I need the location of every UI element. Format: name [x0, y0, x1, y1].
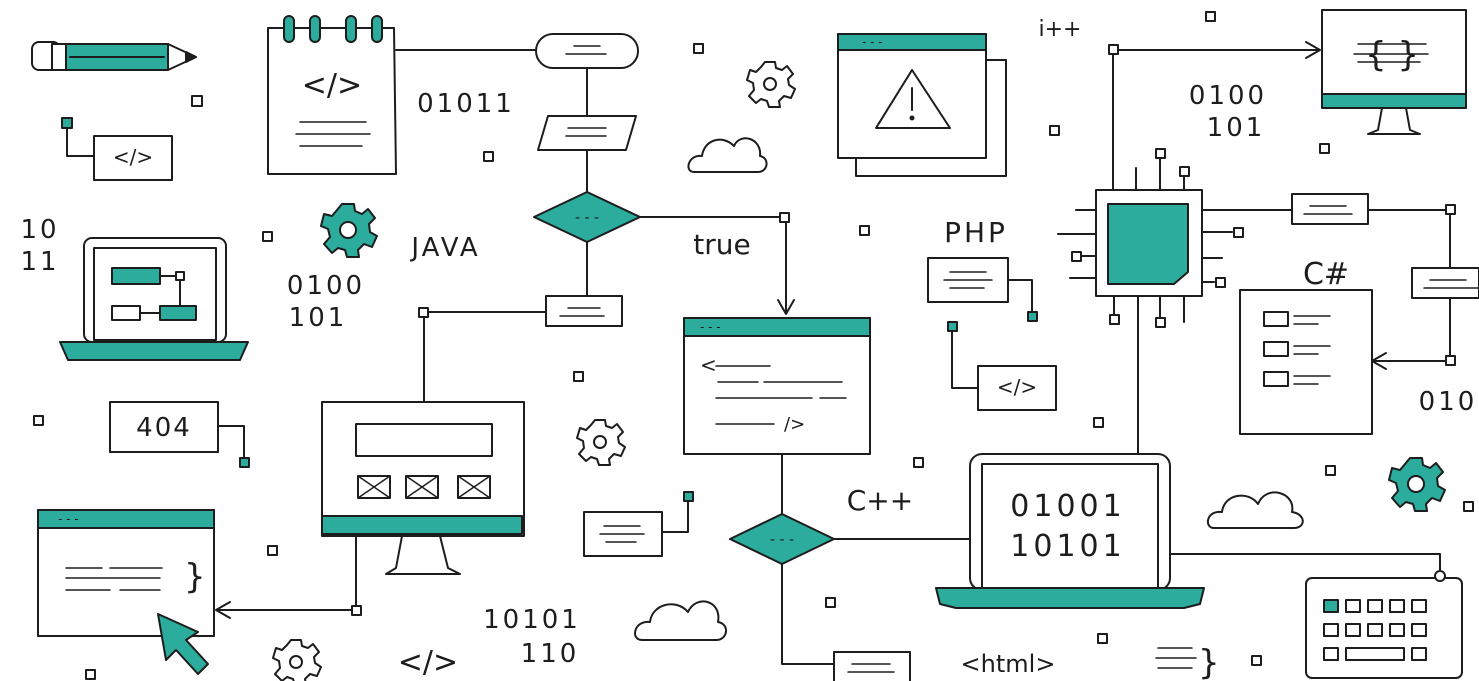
curly-brace: }	[184, 557, 206, 597]
binary-110: 110	[521, 639, 580, 669]
decorative-squares	[33, 11, 1474, 680]
binary-101-left: 101	[289, 303, 348, 333]
binary-101-top: 101	[1207, 113, 1266, 143]
flowchart-top: - - -	[418, 33, 795, 403]
binary-10101: 10101	[483, 605, 581, 635]
html-tag-label: <html>	[961, 650, 1056, 678]
monitor-icon	[215, 401, 525, 619]
gear-icon	[746, 61, 796, 108]
monitor-icon: { }	[1321, 9, 1467, 135]
cloud-icon	[1206, 491, 1304, 529]
gear-icon	[320, 203, 378, 258]
code-tag-icon: </>	[113, 145, 153, 169]
c-plus-plus-label: C++	[847, 484, 913, 517]
code-window: - - - < />	[683, 317, 871, 515]
cloud-icon	[687, 137, 768, 173]
laptop-icon	[59, 237, 249, 361]
binary-0100-left: 0100	[287, 271, 365, 301]
iplusplus-label: i++	[1039, 17, 1082, 42]
laptop-binary-line2: 10101	[1010, 529, 1125, 564]
php-connector-boxes: </>	[927, 257, 1057, 411]
code-tag-icon: </>	[398, 645, 458, 680]
php-label: PHP	[944, 216, 1008, 249]
laptop-binary-line1: 01001	[1010, 489, 1125, 524]
binary-0100-top: 0100	[1189, 81, 1267, 111]
window-dashes: - - -	[700, 320, 721, 334]
notebook: </>	[267, 15, 539, 175]
curly-brace: }	[1198, 643, 1220, 681]
c-sharp-label: C#	[1303, 257, 1349, 292]
keyboard-icon	[1305, 570, 1463, 679]
window-dashes: - - -	[862, 35, 883, 49]
binary-10: 10	[20, 215, 59, 245]
gear-icon	[272, 639, 322, 681]
true-label: true	[693, 228, 750, 261]
binary-11: 11	[20, 247, 59, 277]
code-close-tag: />	[784, 414, 805, 435]
cpu-chip-icon	[1057, 41, 1321, 457]
error-code-text: 404	[136, 413, 192, 443]
decision-dashes: - - -	[770, 532, 794, 548]
code-tag-icon: </>	[997, 375, 1037, 399]
window-dashes: - - -	[58, 512, 79, 526]
pencil-icon	[31, 41, 197, 71]
notebook-code-tag: </>	[302, 68, 362, 103]
checklist-panel	[1239, 289, 1373, 435]
code-lines-brace: }	[1155, 643, 1220, 681]
java-label: JAVA	[409, 233, 480, 263]
code-open-bracket: <	[700, 353, 717, 377]
cursor-arrow-icon	[157, 613, 209, 675]
binary-010: 010	[1419, 387, 1478, 417]
connector-boxes-right	[1291, 193, 1479, 370]
code-tag-box: </>	[61, 117, 173, 181]
warning-window: - - -	[837, 33, 1007, 177]
code-window: - - - }	[37, 509, 215, 675]
laptop-icon: 01001 10101	[935, 453, 1441, 609]
node-square	[191, 95, 203, 107]
flowchart-bottom: - - -	[583, 491, 971, 681]
cloud-icon	[634, 600, 727, 641]
gear-icon	[1388, 457, 1446, 512]
monitor-braces: { }	[1365, 35, 1419, 75]
error-404-box: 404	[109, 401, 250, 468]
decision-dashes: - - -	[575, 210, 599, 226]
warning-icon	[875, 69, 951, 129]
binary-01011: 01011	[417, 89, 515, 119]
gear-icon	[576, 419, 626, 466]
